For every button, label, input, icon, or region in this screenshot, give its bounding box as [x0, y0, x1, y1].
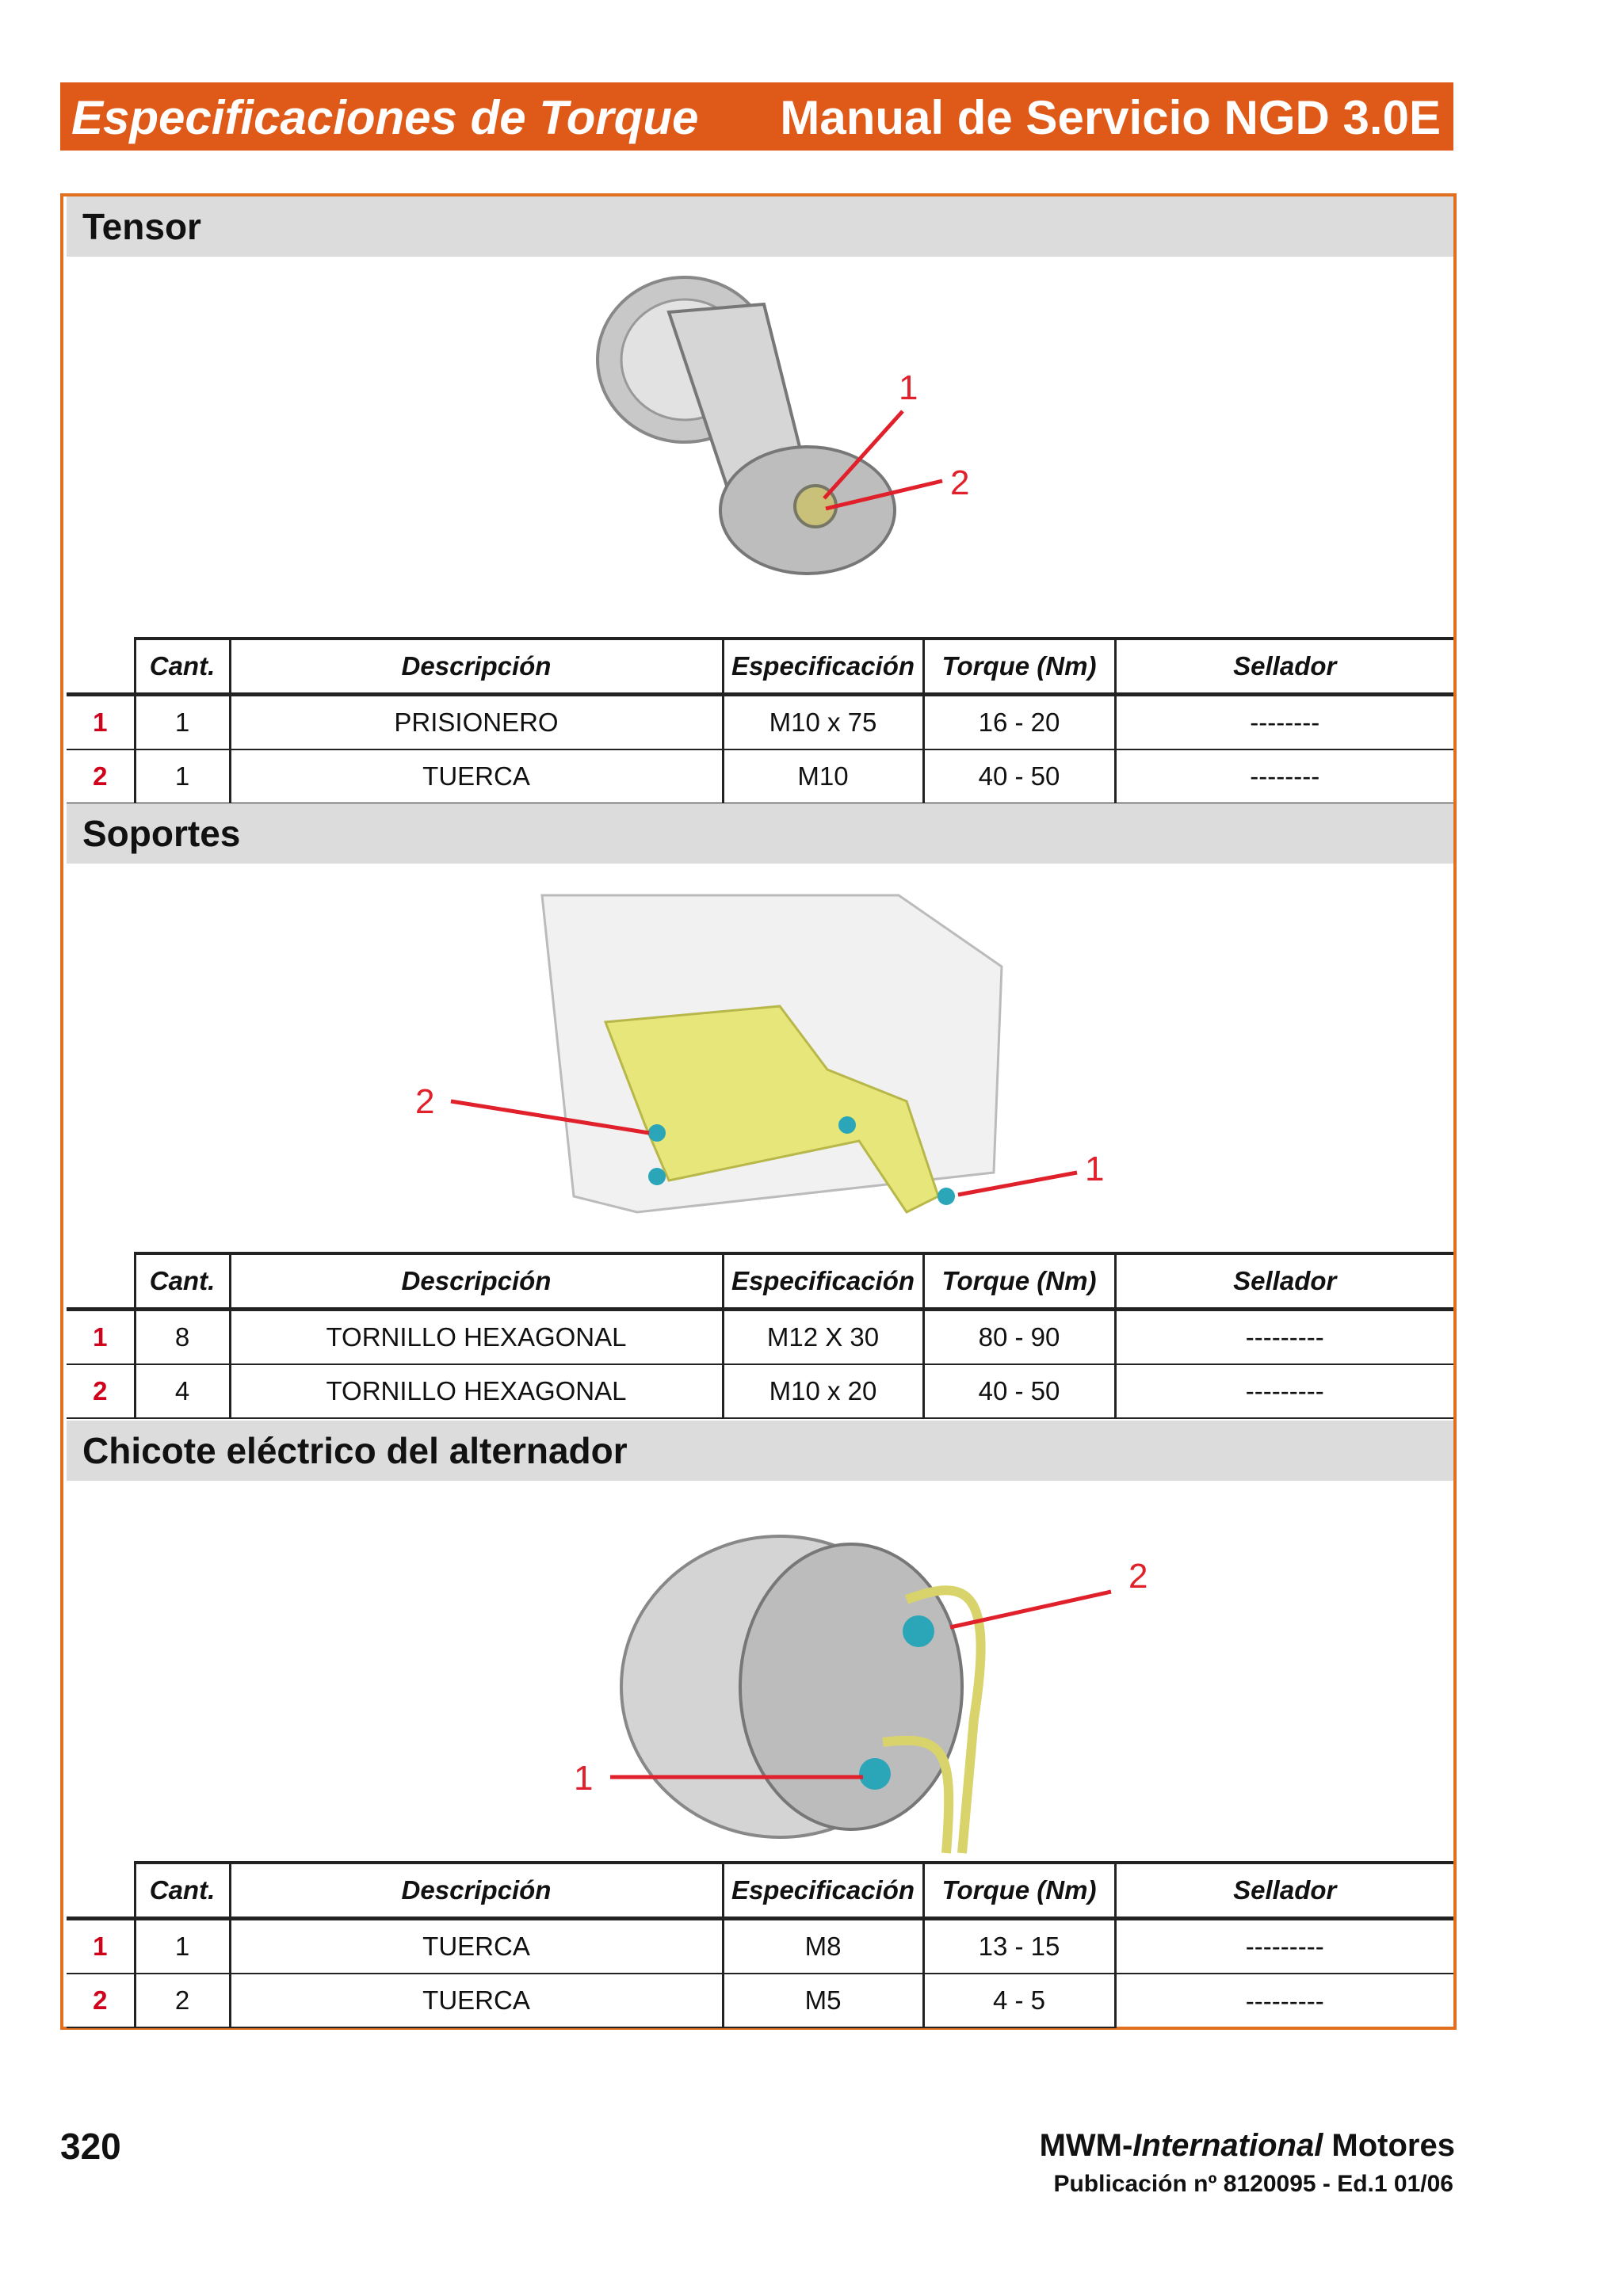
- spec-cell: M5: [721, 1974, 923, 2028]
- alternador-table: Cant. Descripción Especificación Torque …: [67, 1861, 1453, 2028]
- qty-cell: 1: [133, 694, 230, 750]
- spec-cell: M10 x 75: [721, 694, 923, 750]
- item-number: 1: [67, 1309, 135, 1365]
- torque-cell: 4 - 5: [922, 1974, 1115, 2028]
- sealer-cell: --------: [1113, 749, 1453, 804]
- col-desc: Descripción: [228, 1861, 723, 1920]
- callout-1: 1: [899, 368, 918, 407]
- table-row: 2 4 TORNILLO HEXAGONAL M10 x 20 40 - 50 …: [67, 1364, 1453, 1419]
- table-row: 1 8 TORNILLO HEXAGONAL M12 X 30 80 - 90 …: [67, 1309, 1453, 1365]
- soportes-table: Cant. Descripción Especificación Torque …: [67, 1252, 1453, 1419]
- header-title: Especificaciones de Torque: [71, 91, 699, 144]
- desc-cell: TUERCA: [228, 1974, 723, 2028]
- tensor-table: Cant. Descripción Especificación Torque …: [67, 637, 1453, 804]
- table-row: 1 1 PRISIONERO M10 x 75 16 - 20 --------: [67, 694, 1453, 750]
- col-qty: Cant.: [133, 1861, 230, 1920]
- callout-2: 2: [415, 1082, 434, 1121]
- sealer-cell: ---------: [1113, 1918, 1453, 1974]
- brand-prefix: MWM-: [1039, 2128, 1133, 2163]
- torque-cell: 40 - 50: [922, 749, 1115, 804]
- page-number: 320: [60, 2126, 121, 2167]
- table-row: 1 1 TUERCA M8 13 - 15 ---------: [67, 1918, 1453, 1974]
- col-torque: Torque (Nm): [922, 1252, 1115, 1311]
- torque-cell: 40 - 50: [922, 1364, 1115, 1419]
- sealer-cell: ---------: [1113, 1364, 1453, 1419]
- footer-brand: MWM-International Motores: [1040, 2128, 1455, 2164]
- brand-italic: International: [1132, 2128, 1323, 2163]
- torque-cell: 80 - 90: [922, 1309, 1115, 1365]
- torque-cell: 16 - 20: [922, 694, 1115, 750]
- qty-cell: 8: [133, 1309, 230, 1365]
- col-qty: Cant.: [133, 637, 230, 696]
- callout-2: 2: [950, 463, 969, 502]
- section-title-soportes: Soportes: [67, 803, 1453, 864]
- qty-cell: 4: [133, 1364, 230, 1419]
- desc-cell: TORNILLO HEXAGONAL: [228, 1364, 723, 1419]
- col-spec: Especificación: [721, 637, 923, 696]
- desc-cell: TUERCA: [228, 749, 723, 804]
- table-header-row: Cant. Descripción Especificación Torque …: [67, 637, 1453, 696]
- section-title-tensor: Tensor: [67, 196, 1453, 257]
- publication-info: Publicación nº 8120095 - Ed.1 01/06: [1053, 2171, 1453, 2197]
- qty-cell: 2: [133, 1974, 230, 2028]
- spec-cell: M10: [721, 749, 923, 804]
- col-desc: Descripción: [228, 1252, 723, 1311]
- col-spec: Especificación: [721, 1252, 923, 1311]
- sealer-cell: ---------: [1113, 1974, 1453, 2027]
- desc-cell: TORNILLO HEXAGONAL: [228, 1309, 723, 1365]
- header-bar: Especificaciones de Torque Manual de Ser…: [60, 82, 1453, 151]
- col-spec: Especificación: [721, 1861, 923, 1920]
- section-title-alternador: Chicote eléctrico del alternador: [67, 1421, 1453, 1481]
- content-frame: Tensor 1 2 Cant. Descripción Especificac…: [60, 193, 1457, 2030]
- spec-cell: M8: [721, 1918, 923, 1974]
- sealer-cell: ---------: [1113, 1309, 1453, 1365]
- table-row: 2 2 TUERCA M5 4 - 5 ---------: [67, 1974, 1453, 2028]
- spec-cell: M10 x 20: [721, 1364, 923, 1419]
- torque-cell: 13 - 15: [922, 1918, 1115, 1974]
- item-number: 1: [67, 1918, 135, 1974]
- qty-cell: 1: [133, 1918, 230, 1974]
- col-torque: Torque (Nm): [922, 1861, 1115, 1920]
- tensor-figure: 1 2: [596, 276, 969, 575]
- brand-suffix: Motores: [1323, 2128, 1455, 2163]
- item-number: 2: [67, 1364, 135, 1419]
- col-sealer: Sellador: [1113, 1252, 1453, 1311]
- callout-1: 1: [574, 1759, 593, 1798]
- desc-cell: PRISIONERO: [228, 694, 723, 750]
- callout-1: 1: [1085, 1150, 1104, 1188]
- spec-cell: M12 X 30: [721, 1309, 923, 1365]
- qty-cell: 1: [133, 749, 230, 804]
- table-header-row: Cant. Descripción Especificación Torque …: [67, 1861, 1453, 1920]
- soportes-figure: 2 1: [415, 894, 1104, 1214]
- sealer-cell: --------: [1113, 694, 1453, 750]
- table-row: 2 1 TUERCA M10 40 - 50 --------: [67, 749, 1453, 804]
- table-header-row: Cant. Descripción Especificación Torque …: [67, 1252, 1453, 1311]
- alternador-figure: 2 1: [574, 1535, 1148, 1854]
- item-number: 1: [67, 694, 135, 750]
- col-qty: Cant.: [133, 1252, 230, 1311]
- header-manual: Manual de Servicio NGD 3.0E: [780, 91, 1441, 144]
- desc-cell: TUERCA: [228, 1918, 723, 1974]
- col-sealer: Sellador: [1113, 1861, 1453, 1920]
- item-number: 2: [67, 749, 135, 804]
- col-torque: Torque (Nm): [922, 637, 1115, 696]
- item-number: 2: [67, 1974, 135, 2028]
- col-desc: Descripción: [228, 637, 723, 696]
- col-sealer: Sellador: [1113, 637, 1453, 696]
- callout-2: 2: [1128, 1557, 1148, 1596]
